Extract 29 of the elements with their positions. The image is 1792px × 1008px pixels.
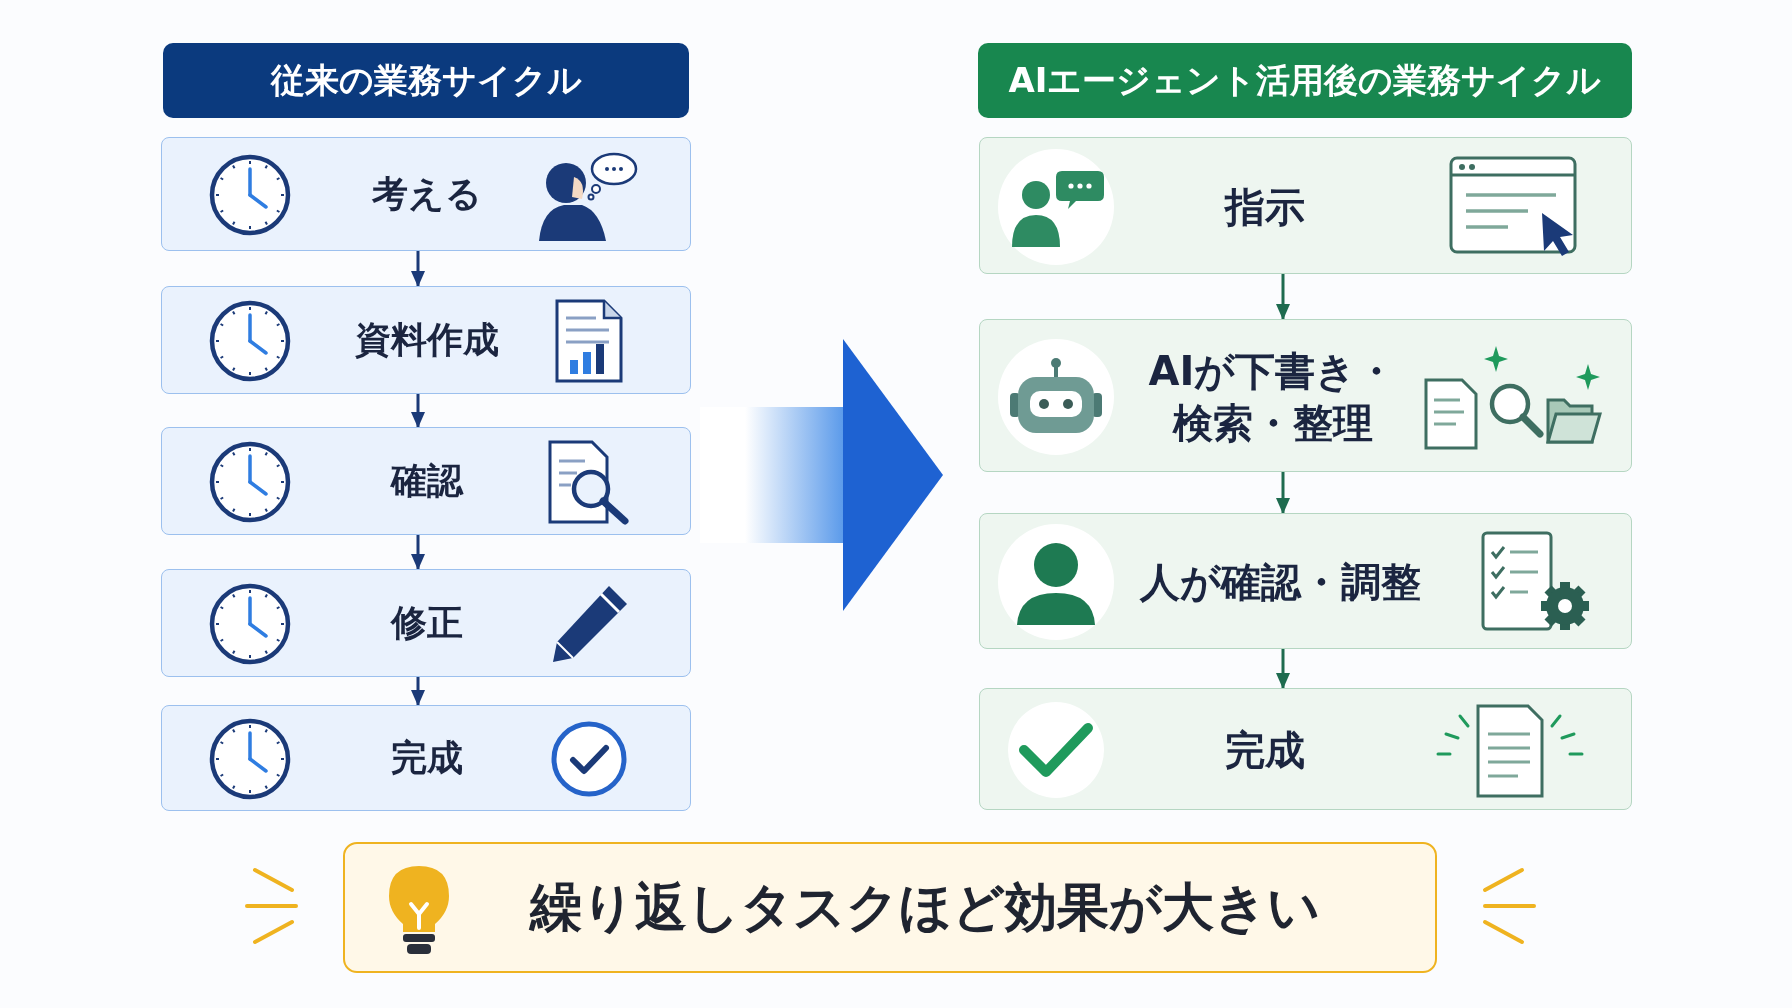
step-box xyxy=(161,286,691,394)
arrow xyxy=(411,394,425,428)
step-label: 確認 xyxy=(389,459,465,503)
step-label: 資料作成 xyxy=(354,318,500,362)
arrow xyxy=(1276,649,1290,689)
step-box xyxy=(979,513,1632,649)
header-bar: AIエージェント活用後の業務サイクル xyxy=(978,43,1632,118)
step-box xyxy=(979,137,1632,274)
step-label: AIが下書き・検索・整理 xyxy=(1147,346,1398,448)
step-label: 完成 xyxy=(1224,726,1306,775)
step-label: 人が確認・調整 xyxy=(1138,558,1422,607)
arrow xyxy=(411,677,425,706)
header-bar: 従来の業務サイクル xyxy=(163,43,689,118)
step-label: 指示 xyxy=(1223,182,1306,232)
step-label: 完成 xyxy=(390,736,464,780)
step-box xyxy=(161,427,691,535)
step-box xyxy=(161,569,691,677)
step-box xyxy=(979,688,1632,810)
step-label: 考える xyxy=(371,172,483,216)
step-box xyxy=(161,137,691,251)
arrow xyxy=(411,251,425,287)
takeaway-banner xyxy=(343,842,1437,973)
step-box xyxy=(161,705,691,811)
step-label: 修正 xyxy=(389,601,464,645)
arrow xyxy=(1276,274,1290,320)
takeaway-text: 繰り返しタスクほど効果が大きい xyxy=(528,875,1321,939)
step-box xyxy=(979,319,1632,472)
arrow xyxy=(411,535,425,570)
arrow xyxy=(1276,472,1290,514)
